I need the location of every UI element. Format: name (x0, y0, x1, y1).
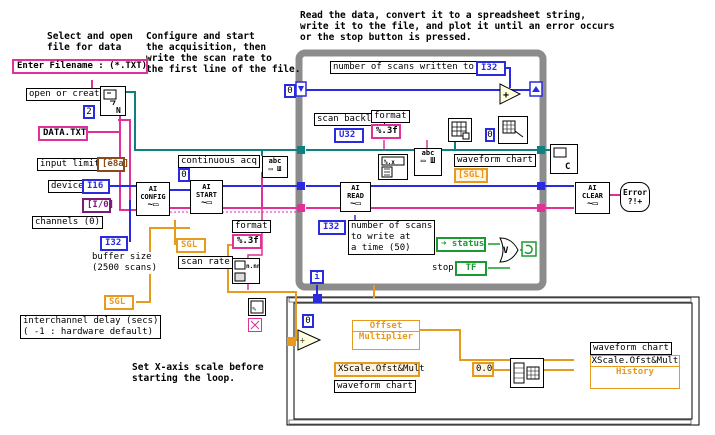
open-file-node: N (100, 86, 126, 116)
shift-registers (295, 81, 543, 97)
open-mode-constant[interactable]: 2 (83, 105, 95, 119)
transpose-array-node (448, 118, 472, 142)
channels-label: channels (0) (32, 216, 104, 229)
channels-control[interactable]: [I/0] (82, 198, 114, 213)
xscale-property-2: XScale.Ofst&Mult (591, 356, 679, 367)
svg-text:N: N (116, 106, 121, 115)
ai-start-node: AI START ∼▭ (190, 180, 223, 214)
write-header-node: abc ▭ Ш (262, 156, 288, 178)
ai-clear-node: AI CLEAR ∼▭ (575, 182, 610, 214)
waveform-glyph-icon-4: ∼▭ (587, 199, 598, 209)
status-label: status (451, 239, 485, 249)
scan-backlog-indicator: U32 (334, 128, 364, 143)
ai-read-label: AI READ (347, 184, 364, 200)
waveform-chart-label-3: waveform chart (590, 342, 672, 355)
status-arrow-icon: ➜ (441, 239, 452, 249)
offset-label: Offset (353, 321, 419, 332)
sequence-frame-outer (286, 296, 700, 426)
close-file-node: C (550, 144, 578, 174)
divide-node (297, 329, 322, 351)
waveform-glyph-icon-2: ∼▭ (201, 198, 212, 208)
build-array-node (510, 358, 544, 388)
interchannel-delay-control[interactable]: SGL (104, 295, 134, 310)
open-or-create-label: open or create (26, 88, 108, 101)
buffer-size-label: buffer size (2500 scans) (92, 252, 158, 274)
add-node (499, 83, 522, 105)
ai-read-node: AI READ ∼▭ (340, 182, 371, 212)
svg-text:n.nn: n.nn (246, 263, 259, 270)
xscale-property-1: XScale.Ofst&Mult (334, 362, 425, 377)
file-glyph-icon: ▭ Ш (268, 165, 282, 173)
stop-button-terminal[interactable]: TF (455, 261, 487, 276)
history-property: History (616, 367, 654, 377)
multiplier-label: Multiplier (358, 332, 414, 342)
film-perforations (288, 297, 692, 425)
abc-label: abc (268, 157, 282, 165)
error-handler-node: Error ?!+ (620, 182, 650, 212)
waveform-chart-label: waveform chart (454, 154, 536, 167)
num-scans-control[interactable]: I32 (318, 220, 346, 235)
file-glyph-icon-2: ▭ Ш (420, 156, 436, 165)
waveform-chart-label-2: waveform chart (334, 380, 416, 393)
svg-text:+: + (503, 90, 509, 101)
index-array-node (498, 116, 528, 144)
array-to-spreadsheet-node: %.x (378, 154, 408, 180)
format-constant-1[interactable]: %.3f (232, 234, 262, 249)
svg-text:C: C (565, 162, 570, 172)
continuous-acq-constant[interactable]: 0 (178, 168, 190, 182)
format-label-1: format (232, 220, 271, 233)
or-node (499, 237, 519, 263)
stop-label: stop (432, 263, 454, 274)
property-node: XScale.Ofst&Mult History (590, 355, 680, 389)
note-set-xaxis: Set X-axis scale before starting the loo… (132, 362, 264, 384)
error-handler-label: Error ?!+ (622, 188, 648, 206)
input-limits-label: input limits (37, 158, 109, 171)
scan-rate-control[interactable]: SGL (176, 238, 206, 253)
format-label-2: format (371, 110, 410, 123)
ai-clear-label: AI CLEAR (581, 184, 604, 200)
write-char-node (248, 318, 262, 332)
zero-constant[interactable]: 0.0 (472, 362, 494, 377)
sequence-constant[interactable]: 0 (302, 314, 314, 328)
abc-label-2: abc (421, 149, 435, 157)
num-scans-label: number of scans to write at a time (50) (348, 220, 436, 255)
scan-backlog-label: scan backlog (314, 113, 386, 126)
status-unbundle: ➜ status (436, 237, 486, 252)
data-file-constant[interactable]: DATA.TXT (38, 126, 88, 141)
note-select-file: Select and open file for data (47, 31, 133, 53)
ai-config-node: AI CONFIG ∼▭ (136, 182, 170, 216)
array-index-constant[interactable]: 0 (485, 128, 495, 142)
svg-text:%.x: %.x (384, 159, 395, 166)
ai-config-label: AI CONFIG (140, 185, 166, 201)
buffer-size-control[interactable]: I32 (100, 236, 128, 251)
waveform-glyph-icon-3: ∼▭ (350, 199, 361, 209)
ai-start-label: AI START (195, 183, 218, 199)
format-constant-2[interactable]: %.3f (371, 124, 401, 139)
shift-register-init[interactable]: 0 (284, 84, 296, 98)
input-limits-control[interactable]: [ẽ8a] (97, 157, 129, 172)
iteration-terminal: i (310, 270, 324, 284)
format-number-node: n.nn (232, 258, 261, 284)
note-configure: Configure and start the acquisition, the… (146, 31, 301, 75)
device-label: device (48, 180, 87, 193)
svg-text:÷: ÷ (300, 336, 305, 345)
waveform-chart-terminal: [SGL] (454, 168, 488, 183)
write-data-node: abc ▭ Ш (414, 148, 442, 176)
enter-filename-control[interactable]: Enter Filename : (*.TXT) (12, 59, 148, 74)
svg-text:✎: ✎ (252, 305, 256, 313)
scans-written-indicator: I32 (476, 61, 506, 76)
while-loop-frame (295, 49, 547, 291)
device-control[interactable]: I16 (82, 179, 110, 194)
bundle-node: Offset Multiplier (352, 320, 420, 350)
scan-rate-label: scan rate (178, 256, 233, 269)
interchannel-delay-label: interchannel delay (secs) ( -1 : hardwar… (20, 315, 162, 339)
waveform-glyph-icon: ∼▭ (147, 200, 159, 210)
continuous-acq-label: continuous acq (178, 155, 260, 168)
note-read-data: Read the data, convert it to a spreadshe… (300, 10, 615, 43)
write-file-node: ✎ (248, 298, 266, 316)
svg-text:V: V (503, 246, 509, 256)
